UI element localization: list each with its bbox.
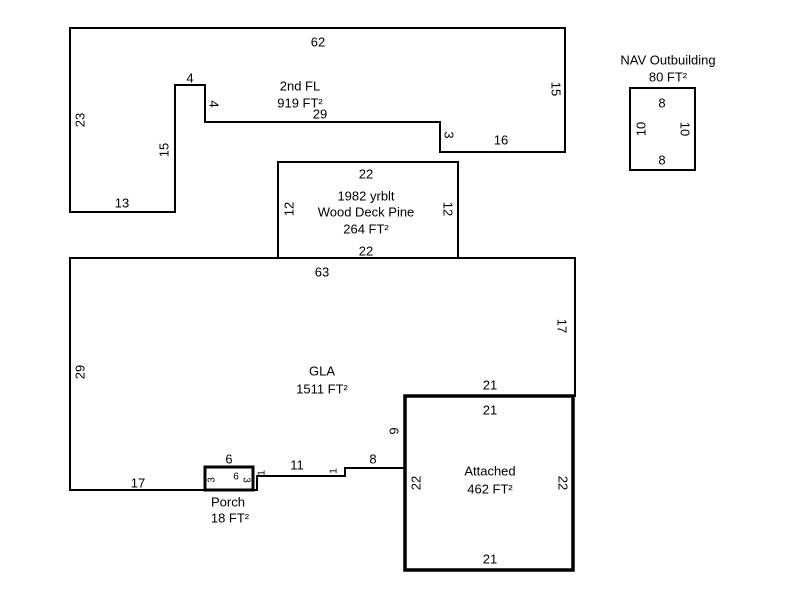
gla-dim-left: 29 xyxy=(73,365,88,379)
secondfl-dim-notch-top: 4 xyxy=(186,71,193,86)
garage-name: Attached xyxy=(464,464,515,479)
gla-dim-seg8: 8 xyxy=(369,452,376,467)
porch-dim-top: 6 xyxy=(225,452,232,467)
gla-outline xyxy=(69,257,576,491)
outbuilding-dim-right: 10 xyxy=(678,122,693,136)
deck-dim-top: 22 xyxy=(359,167,373,182)
secondfl-dim-step: 3 xyxy=(442,131,457,138)
gla-dim-bottom-left: 17 xyxy=(131,476,145,491)
secondfl-dim-notch-side: 4 xyxy=(207,100,222,107)
gla-dim-step1-left: 1 xyxy=(257,470,268,476)
porch-area: 18 FT² xyxy=(211,511,250,526)
deck-dim-right: 12 xyxy=(441,202,456,216)
porch-name: Porch xyxy=(211,495,245,510)
gla-dim-right: 17 xyxy=(555,319,570,333)
secondfl-dim-mid: 29 xyxy=(313,107,327,122)
gla-dim-above-garage: 21 xyxy=(483,378,497,393)
gla-dim-step9: 9 xyxy=(387,427,402,434)
porch-outline xyxy=(203,465,255,492)
gla-dim-top: 63 xyxy=(315,265,329,280)
secondfl-name: 2nd FL xyxy=(280,79,320,94)
deck-name: Wood Deck Pine xyxy=(318,205,415,220)
gla-dim-step1-right: 1 xyxy=(329,468,340,474)
secondfl-dim-bottom-right: 16 xyxy=(494,133,508,148)
secondfl-dim-top: 62 xyxy=(311,35,325,50)
outbuilding-dim-left: 10 xyxy=(634,122,649,136)
outbuilding-outline xyxy=(629,87,696,171)
deck-year-built: 1982 yrblt xyxy=(337,189,394,204)
outbuilding-dim-bottom: 8 xyxy=(658,153,665,168)
garage-area: 462 FT² xyxy=(467,482,513,497)
gla-dim-porch-side: 3 xyxy=(207,477,218,483)
garage-outline xyxy=(403,394,575,572)
gla-name: GLA xyxy=(309,364,335,379)
deck-area: 264 FT² xyxy=(343,222,389,237)
outbuilding-dim-top: 8 xyxy=(658,96,665,111)
secondfl-dim-bottom-left: 13 xyxy=(115,196,129,211)
gla-dim-seg11: 11 xyxy=(290,458,304,473)
secondfl-dim-left: 23 xyxy=(73,113,88,127)
second-floor-outline xyxy=(69,27,566,213)
garage-dim-top: 21 xyxy=(483,403,497,418)
outbuilding-title: NAV Outbuilding xyxy=(620,53,715,68)
deck-dim-bottom: 22 xyxy=(359,244,373,259)
gla-area: 1511 FT² xyxy=(296,382,348,397)
garage-dim-left: 22 xyxy=(409,476,424,490)
garage-dim-bottom: 21 xyxy=(483,552,497,567)
outbuilding-area: 80 FT² xyxy=(649,70,688,85)
porch-dim-inner-bottom: 6 xyxy=(233,472,239,483)
secondfl-area: 919 FT² xyxy=(277,96,323,111)
porch-dim-inner-right: 3 xyxy=(241,477,252,483)
deck-dim-left: 12 xyxy=(282,202,297,216)
secondfl-dim-inner-left: 15 xyxy=(157,143,172,157)
secondfl-dim-right: 15 xyxy=(549,82,564,96)
garage-dim-right: 22 xyxy=(556,476,571,490)
